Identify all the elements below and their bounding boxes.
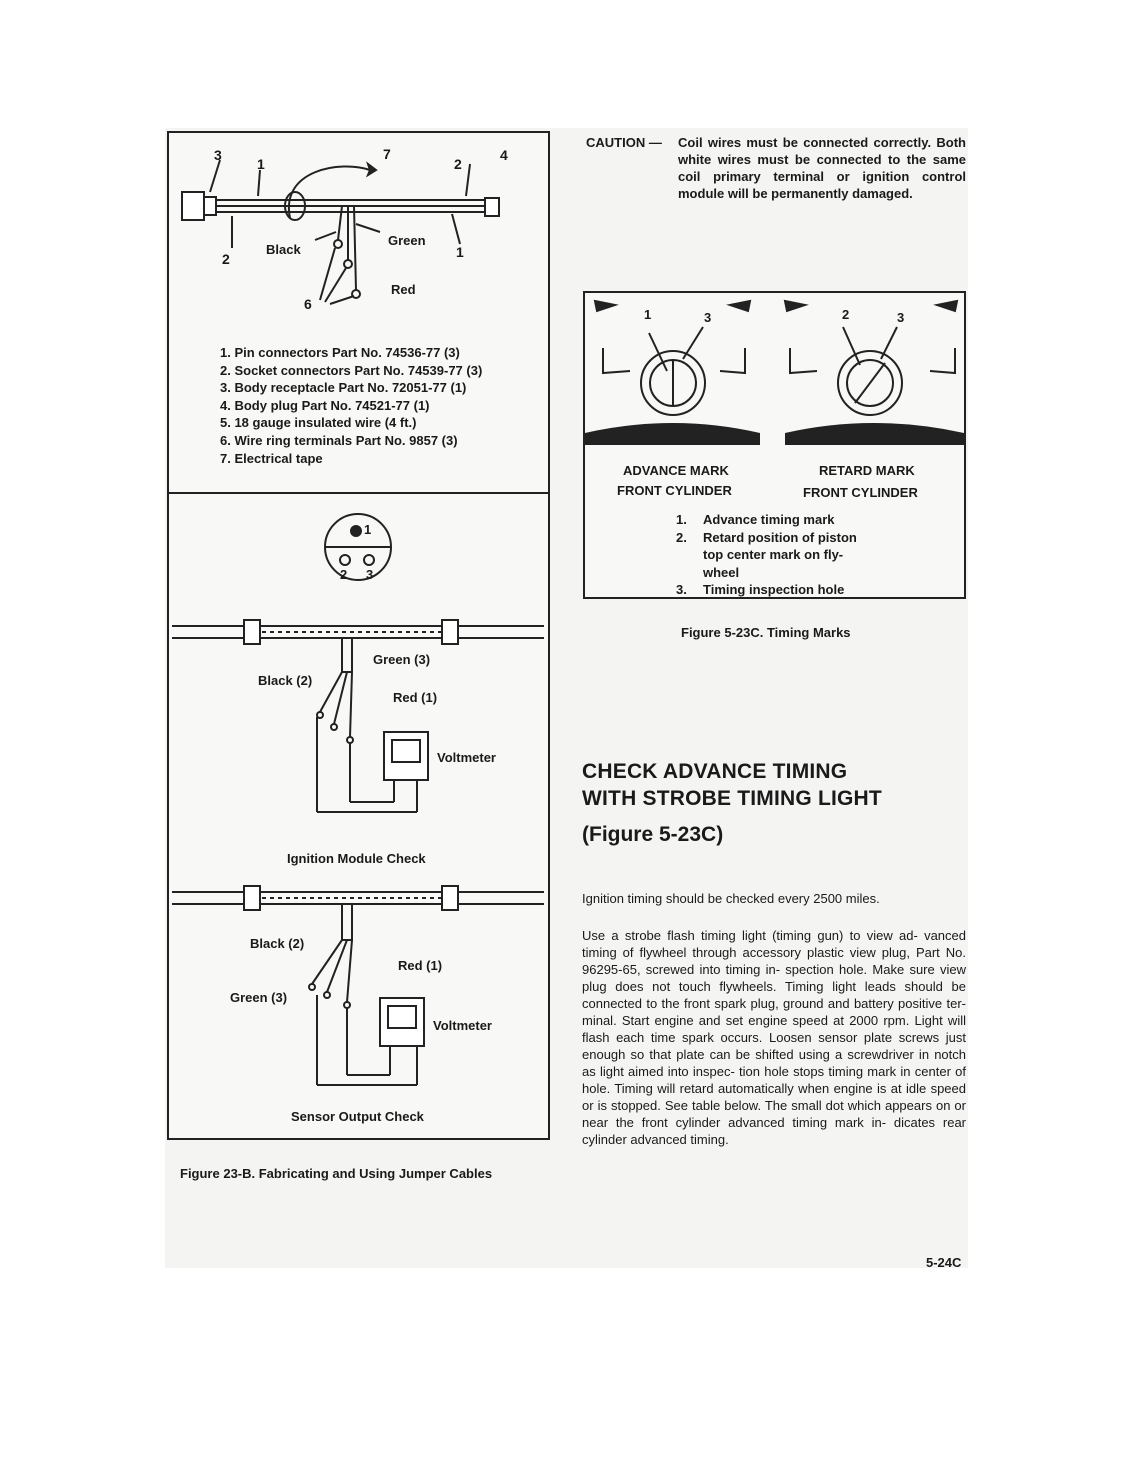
callout-1: 1 [257, 156, 265, 172]
module-red-label: Red (1) [393, 690, 438, 705]
section-heading: CHECK ADVANCE TIMING WITH STROBE TIMING … [582, 760, 882, 810]
timing-legend: 1.Advance timing mark 2.Retard position … [676, 511, 876, 599]
module-green-label: Green (3) [373, 652, 431, 667]
sensor-black-label: Black (2) [250, 936, 305, 951]
retard-mark-sub: FRONT CYLINDER [803, 485, 918, 500]
module-check-title: Ignition Module Check [287, 851, 426, 866]
tm-callout-1: 1 [644, 307, 652, 322]
sensor-voltmeter-label: Voltmeter [433, 1018, 492, 1033]
module-black-label: Black (2) [258, 673, 313, 688]
advance-mark-label: ADVANCE MARK [623, 463, 729, 478]
page-number: 5-24C [926, 1255, 962, 1270]
sensor-check-diagram [172, 885, 544, 1086]
list-item: 1.Advance timing mark [676, 512, 835, 527]
module-check-diagram [172, 619, 544, 813]
tm-callout-2: 2 [842, 307, 850, 322]
advance-mark-sub: FRONT CYLINDER [617, 483, 732, 498]
pin-label-2: 2 [340, 567, 348, 582]
callout-2-lower: 2 [222, 251, 230, 267]
callout-4: 4 [500, 147, 508, 163]
sensor-green-label: Green (3) [230, 990, 288, 1005]
paragraph-2: Use a strobe flash timing light (timing … [582, 928, 966, 1147]
callout-2: 2 [454, 156, 462, 172]
wire-label-red: Red [391, 282, 416, 297]
retard-mark-label: RETARD MARK [819, 463, 915, 478]
section-subheading: (Figure 5-23C) [582, 823, 724, 846]
paragraph-1: Ignition timing should be checked every … [582, 891, 880, 906]
figure-5-23c-caption: Figure 5-23C. Timing Marks [681, 625, 851, 640]
list-item: 2. Socket connectors Part No. 74539-77 (… [220, 362, 483, 378]
figure-23b-frame [167, 131, 550, 1140]
parts-list: 1. Pin connectors Part No. 74536-77 (3) … [220, 344, 482, 467]
list-item: 3. Body receptacle Part No. 72051-77 (1) [220, 380, 467, 396]
pin-label-3: 3 [366, 567, 374, 582]
caution-label: CAUTION — [586, 135, 662, 150]
callout-7: 7 [383, 146, 391, 162]
list-item: 7. Electrical tape [220, 450, 323, 466]
pin-label-1: 1 [364, 522, 372, 537]
plug-face-diagram [324, 513, 392, 581]
list-item: 6. Wire ring terminals Part No. 9857 (3) [220, 432, 458, 448]
wire-label-black: Black [266, 242, 301, 257]
callout-3: 3 [214, 147, 222, 163]
sensor-red-label: Red (1) [398, 958, 443, 973]
list-item: 4. Body plug Part No. 74521-77 (1) [220, 397, 430, 413]
module-voltmeter-label: Voltmeter [437, 750, 496, 765]
list-item: 5. 18 gauge insulated wire (4 ft.) [220, 415, 417, 431]
list-item: 2.Retard position of piston top center m… [676, 529, 857, 580]
figure-23b-caption: Figure 23-B. Fabricating and Using Jumpe… [180, 1166, 493, 1181]
jumper-cable-drawing [181, 159, 500, 305]
caution-text: Coil wires must be connected correctly. … [678, 135, 966, 201]
list-item: 3.Timing inspection hole [676, 582, 845, 597]
list-item: 1. Pin connectors Part No. 74536-77 (3) [220, 345, 460, 360]
figure-divider [167, 492, 550, 494]
callout-6: 6 [304, 296, 312, 312]
wire-label-green: Green [388, 233, 426, 248]
sensor-check-title: Sensor Output Check [291, 1109, 424, 1124]
callout-1-lower: 1 [456, 244, 464, 260]
timing-marks-drawing [585, 299, 964, 445]
tm-callout-3-left: 3 [704, 310, 712, 325]
tm-callout-3-right: 3 [897, 310, 905, 325]
